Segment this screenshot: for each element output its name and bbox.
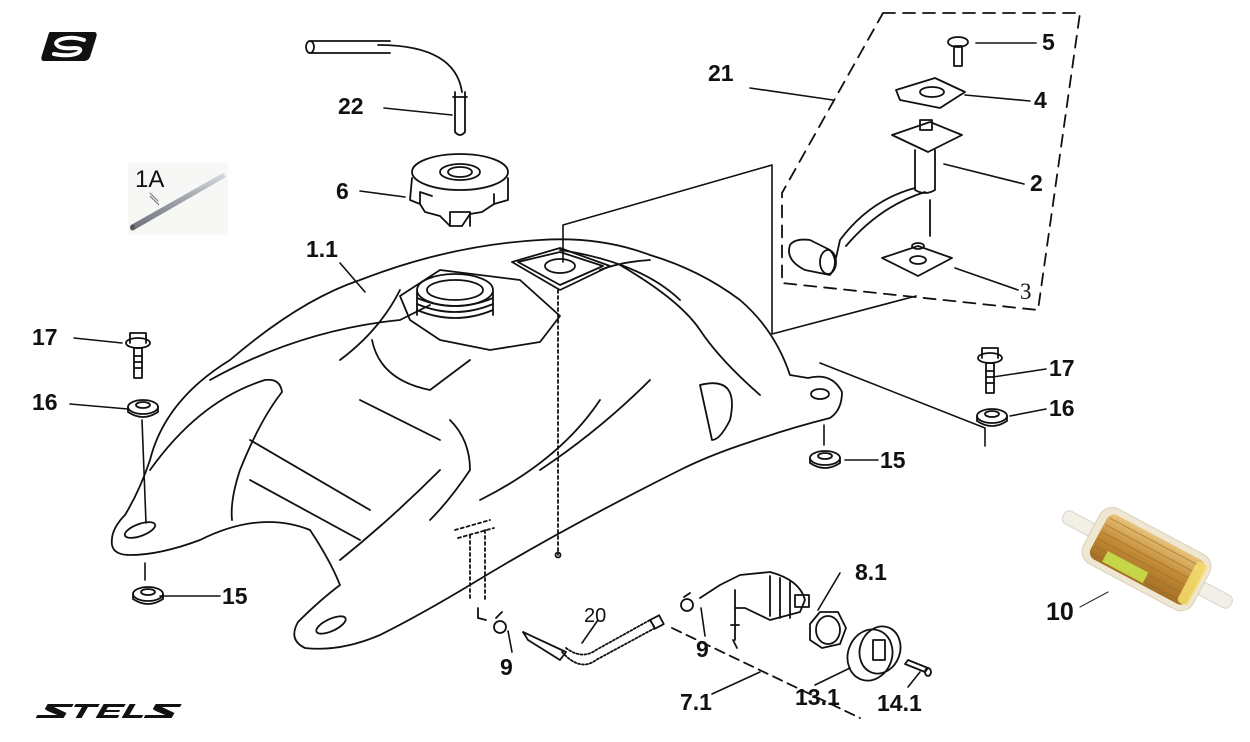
callout-3: 3 [1020,279,1032,304]
callout-15-right: 15 [880,447,906,473]
sender-group-box [781,12,1081,311]
callout-5: 5 [1042,29,1055,55]
bolt-5 [947,36,969,67]
callout-9-left: 9 [500,654,513,680]
washer-16-left [127,399,159,418]
stels-s-logo-icon [41,32,97,61]
washer-15-right [809,450,841,469]
callout-15-left: 15 [222,583,248,609]
screw-14-1 [904,659,932,677]
bolt-17-right [977,347,1003,394]
callout-17-right: 17 [1049,355,1075,381]
leader-lines [69,42,1109,695]
washer-16-right [976,408,1008,427]
fuel-cap-6 [409,153,509,227]
callout-20: 20 [584,605,607,627]
callout-4: 4 [1034,87,1047,113]
fuel-filter-photo-10 [1048,498,1244,622]
fuel-cock-7-1 [671,571,861,719]
gasket-3 [881,242,953,277]
callout-8-1: 8.1 [855,559,887,585]
callout-7-1: 7.1 [680,689,712,715]
callout-21: 21 [708,60,734,86]
sender-2 [788,119,963,276]
callout-22: 22 [338,93,364,119]
bolt-17-left [125,332,151,379]
callout-16-left: 16 [32,389,58,415]
callout-13-1: 13.1 [795,684,840,710]
callout-2: 2 [1030,170,1043,196]
callout-1-1: 1.1 [306,236,338,262]
callout-16-right: 16 [1049,395,1075,421]
callout-14-1: 14.1 [877,690,922,716]
tube-photo-1a [128,163,228,235]
callout-9-right: 9 [696,636,709,662]
stels-wordmark-logo [36,704,182,718]
clamp-9-right [680,592,694,612]
guide-lines [562,164,986,447]
clamp-9-left [477,607,507,634]
callout-1a: 1A [135,166,165,193]
washer-15-left [132,586,164,605]
nut-8-1 [809,611,847,649]
callout-10: 10 [1046,598,1074,626]
fuel-tank-1-1 [110,238,843,650]
knob-13-1 [846,625,902,682]
plate-4 [895,77,966,109]
fuel-hose-20 [522,614,665,666]
breather-hose-22 [305,40,468,136]
callout-6: 6 [336,178,349,204]
callout-17-left: 17 [32,324,58,350]
